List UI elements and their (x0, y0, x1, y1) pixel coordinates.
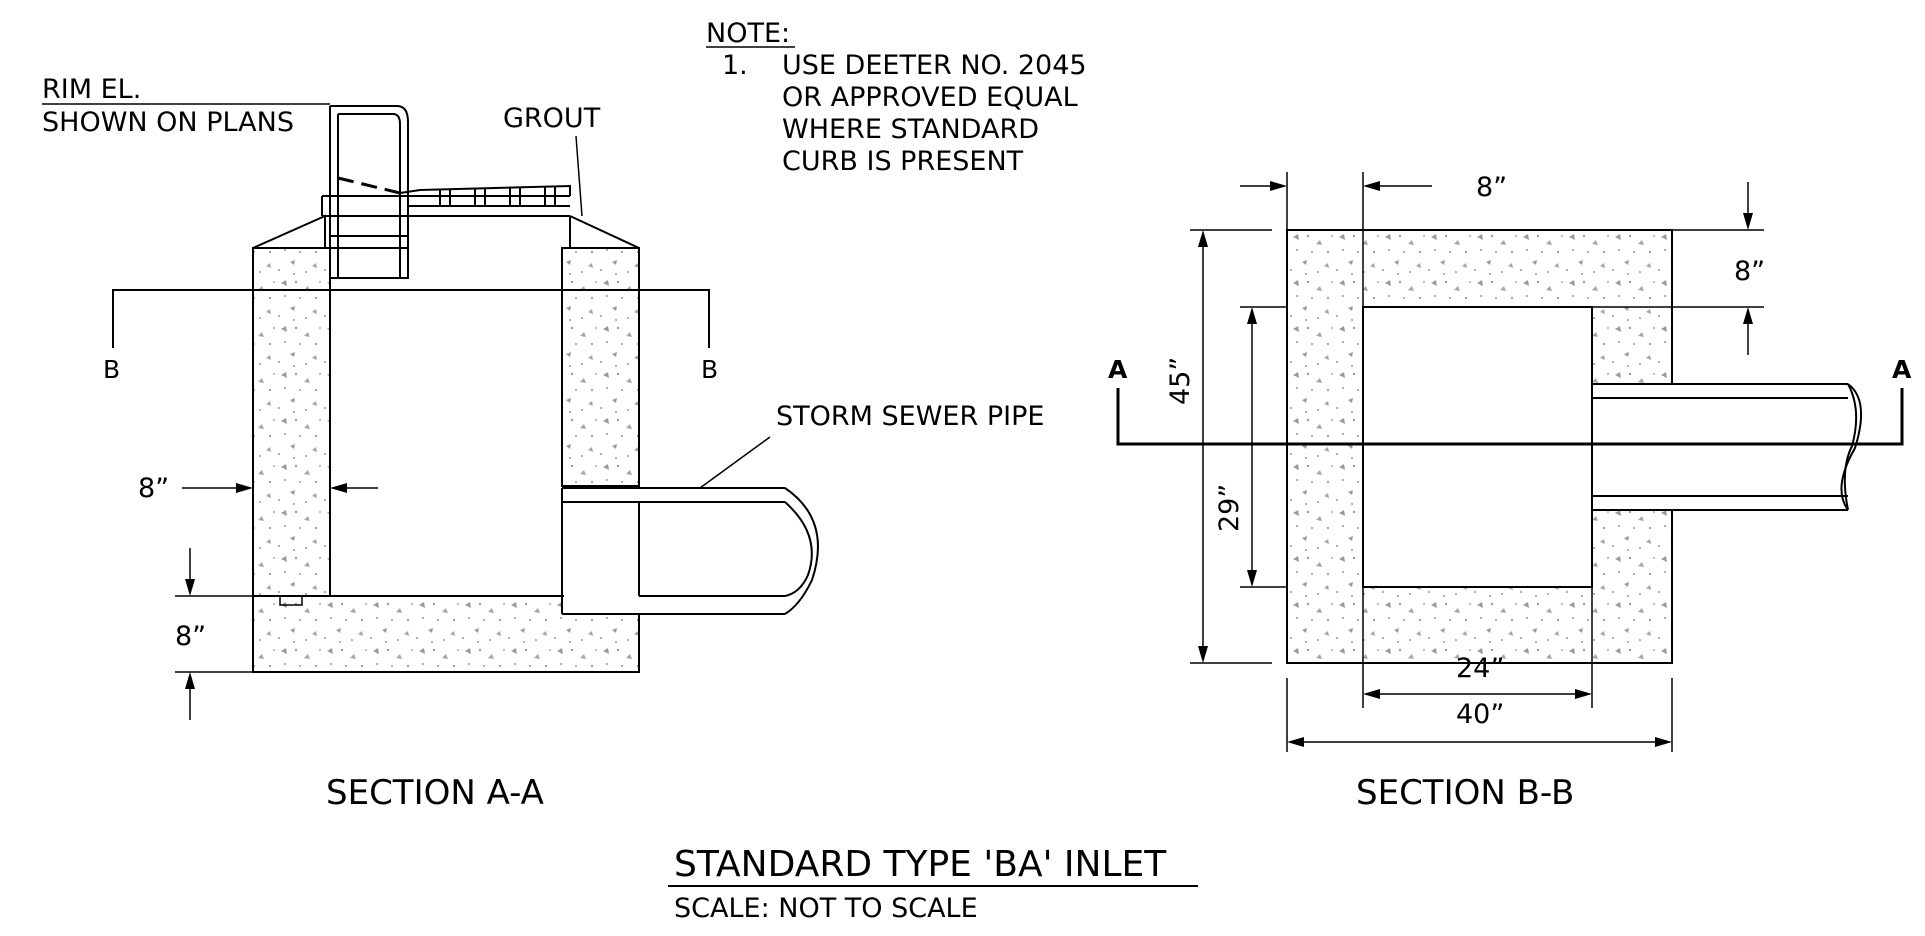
title-block: STANDARD TYPE 'BA' INLET SCALE: NOT TO S… (668, 844, 1198, 924)
grate-top (399, 184, 571, 196)
storm-sewer-pipe (561, 487, 819, 615)
drawing-title: STANDARD TYPE 'BA' INLET (674, 844, 1167, 885)
section-a-title: SECTION A-A (326, 773, 544, 813)
wall-thickness-dim: 8” (138, 473, 169, 504)
storm-sewer-pipe-plan (1593, 383, 1863, 511)
top-wall-dim: 8” (1476, 172, 1507, 203)
grout-leader (575, 135, 583, 217)
floor-thickness-dim: 8” (175, 621, 206, 652)
inner-width-dim: 24” (1456, 653, 1504, 684)
section-b-title: SECTION B-B (1356, 773, 1574, 813)
inner-height-dim: 29” (1214, 484, 1245, 532)
right-wall-upper (561, 247, 640, 487)
note-line-4: CURB IS PRESENT (782, 146, 1024, 177)
grate-bars (439, 187, 556, 206)
section-b-b: A A 8” 8” 45” 29” (1108, 172, 1912, 813)
grout-label: GROUT (503, 103, 601, 134)
overall-height-dim: 45” (1165, 357, 1196, 405)
section-cut-a (1116, 388, 1904, 446)
section-a-a: RIM EL. SHOWN ON PLANS GROUT B B STORM S… (42, 74, 1044, 813)
pipe-label: STORM SEWER PIPE (776, 401, 1044, 432)
right-wall-dim: 8” (1734, 256, 1765, 287)
drawing-scale: SCALE: NOT TO SCALE (674, 893, 978, 924)
cut-a-left-label: A (1108, 355, 1128, 384)
frame-outline (329, 106, 409, 279)
rim-elevation-label-2: SHOWN ON PLANS (42, 107, 294, 138)
pipe-leader (699, 436, 771, 489)
note-number: 1. (722, 50, 748, 81)
note-line-3: WHERE STANDARD (782, 114, 1039, 145)
cut-b-right-label: B (701, 355, 718, 384)
note-heading: NOTE: (706, 18, 790, 49)
overall-width-dim: 40” (1456, 699, 1504, 730)
section-cut-b (112, 289, 710, 348)
inlet-chamber (332, 250, 560, 594)
cut-a-right-label: A (1892, 355, 1912, 384)
note-line-1: USE DEETER NO. 2045 (782, 50, 1087, 81)
curb-box-line (337, 176, 401, 195)
left-grout-haunch (252, 214, 326, 249)
floor-keyway (279, 595, 303, 606)
inlet-opening-plan (1362, 306, 1593, 588)
note-block: NOTE: 1. USE DEETER NO. 2045 OR APPROVED… (706, 18, 1087, 177)
right-grout-haunch (569, 215, 640, 249)
rim-elevation-label: RIM EL. (42, 74, 141, 105)
note-line-2: OR APPROVED EQUAL (782, 82, 1078, 113)
left-wall (252, 247, 331, 597)
cut-b-left-label: B (103, 355, 120, 384)
